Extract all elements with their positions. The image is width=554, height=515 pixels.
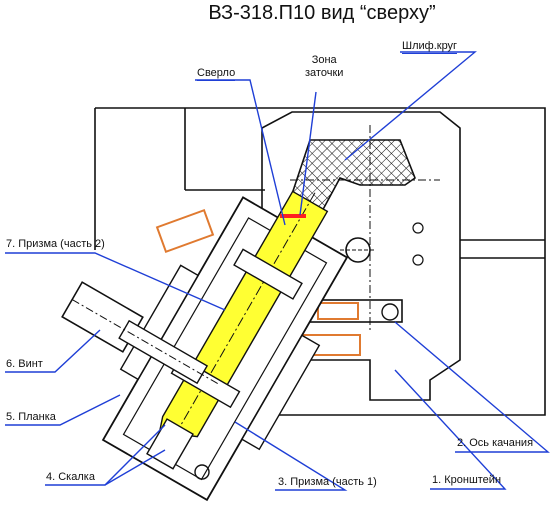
swing-axis-screws — [299, 299, 403, 356]
top-screw — [155, 208, 215, 254]
housing — [94, 107, 546, 416]
bracket-hole — [340, 222, 424, 266]
label-zona: Зона заточки — [305, 54, 344, 79]
label-vint: 6. Винт — [6, 358, 43, 370]
screw-and-plank — [61, 281, 220, 385]
label-os: 2. Ось качания — [457, 437, 534, 449]
label-planka: 5. Планка — [6, 411, 56, 423]
grinding-wheel — [283, 125, 440, 330]
label-sverlo: Сверло — [197, 67, 236, 81]
nut — [194, 464, 210, 480]
label-prizma2: 7. Призма (часть 2) — [6, 238, 105, 250]
diagram-title: ВЗ-318.П10 вид “сверху” — [208, 2, 436, 24]
label-prizma1: 3. Призма (часть 1) — [278, 476, 377, 488]
label-skalka: 4. Скалка — [46, 471, 95, 483]
label-shlif: Шлиф.круг — [402, 40, 458, 54]
label-kronshtein: 1. Кронштейн — [432, 474, 502, 486]
